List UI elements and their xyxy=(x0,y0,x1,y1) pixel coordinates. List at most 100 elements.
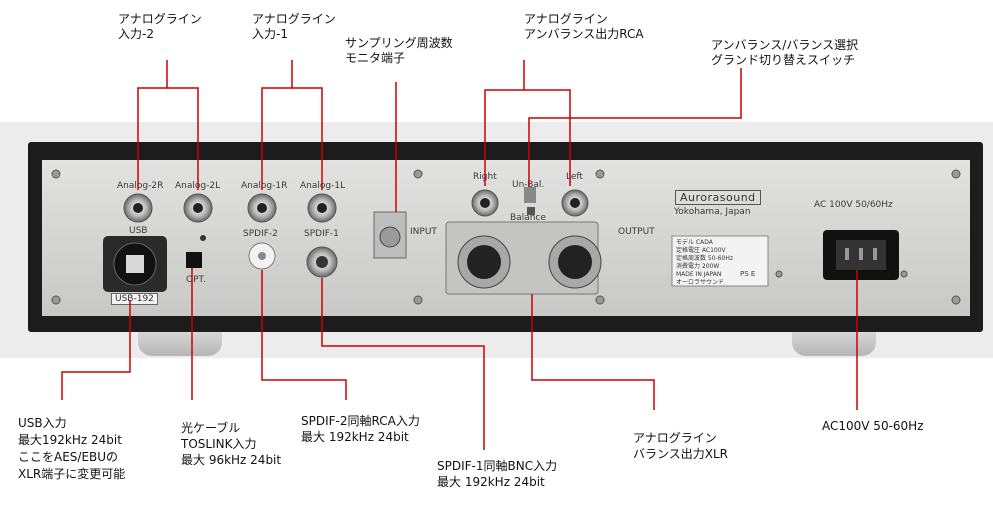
callout-line: アンバランス出力RCA xyxy=(524,27,644,41)
rca-jack-core xyxy=(480,198,490,208)
callout-line: グランド切り替えスイッチ xyxy=(711,53,856,67)
rca-jack-core xyxy=(317,203,327,213)
callout-fs-monitor: サンプリング周波数 モニタ端子 xyxy=(345,36,453,66)
callout-line: サンプリング周波数 xyxy=(345,36,453,50)
callout-spdif-2: SPDIF-2同軸RCA入力 最大 192kHz 24bit xyxy=(301,413,420,445)
rating-line: 定格電圧 AC100V xyxy=(676,247,726,254)
screws xyxy=(51,169,961,305)
callout-line: 最大 96kHz 24bit xyxy=(181,453,282,467)
panel-label-left: Left xyxy=(566,172,583,182)
monitor-connector-housing xyxy=(373,211,407,259)
screw xyxy=(51,295,61,305)
callout-line: ここをAES/EBUの xyxy=(18,450,119,464)
screw xyxy=(951,295,961,305)
panel-label-usb-192: USB-192 xyxy=(111,293,158,305)
callout-ground-switch: アンバランス/バランス選択 グランド切り替えスイッチ xyxy=(711,38,858,68)
panel-label-balance: Balance xyxy=(510,213,546,223)
pse-mark: PS E xyxy=(740,270,756,278)
panel-label-analog-1r: Analog-1R xyxy=(241,181,288,191)
callout-optical: 光ケーブル TOSLINK入力 最大 96kHz 24bit xyxy=(181,420,281,468)
callout-line: アナログライン xyxy=(118,12,202,26)
rca-jack-core xyxy=(570,198,580,208)
usb-port-socket xyxy=(126,255,144,273)
leader-analog-unbal-out xyxy=(484,60,525,186)
leader-analog-in-1 xyxy=(292,87,323,190)
callout-usb-in: USB入力 最大192kHz 24bit ここをAES/EBUの XLR端子に変… xyxy=(18,415,125,483)
leader-spdif-2 xyxy=(261,270,347,400)
callout-ac-power: AC100V 50-60Hz xyxy=(822,419,924,434)
callout-line: 最大192kHz 24bit xyxy=(18,433,122,447)
callout-line: バランス出力XLR xyxy=(633,447,729,461)
xlr-out-left-inner xyxy=(558,245,592,279)
panel-label-un-bal: Un-Bal. xyxy=(512,180,545,190)
callout-spdif-1: SPDIF-1同軸BNC入力 最大 192kHz 24bit xyxy=(437,458,557,490)
leader-analog-in-1 xyxy=(261,60,293,190)
panel-label-spdif-1: SPDIF-1 xyxy=(304,229,339,239)
status-led xyxy=(200,235,206,241)
leader-analog-in-2 xyxy=(137,60,168,190)
rca-jack-core xyxy=(258,252,266,260)
callout-line: アナログライン xyxy=(252,12,336,26)
leader-spdif-1 xyxy=(321,278,485,450)
panel-label-usb: USB xyxy=(129,226,148,236)
callout-line: 最大 192kHz 24bit xyxy=(301,430,409,444)
screw xyxy=(900,270,908,278)
leader-analog-in-2 xyxy=(167,87,199,190)
callout-line: 入力-2 xyxy=(118,27,154,41)
callout-analog-in-1: アナログライン 入力-1 xyxy=(252,12,336,42)
panel-label-opt: OPT. xyxy=(186,275,206,285)
callout-analog-unbal-out: アナログライン アンバランス出力RCA xyxy=(524,12,644,42)
ac-pin xyxy=(845,248,849,260)
callout-line: 光ケーブル xyxy=(181,421,241,435)
callout-line: 最大 192kHz 24bit xyxy=(437,475,545,489)
leader-analog-unbal-out xyxy=(524,89,571,186)
screw xyxy=(595,169,605,179)
callout-line: XLR端子に変更可能 xyxy=(18,467,126,481)
screw xyxy=(595,295,605,305)
monitor-connector xyxy=(379,226,401,248)
callout-line: USB入力 xyxy=(18,416,67,430)
toslink-port xyxy=(186,252,202,268)
screw xyxy=(775,270,783,278)
callout-line: アナログライン xyxy=(524,12,608,26)
leader-usb xyxy=(61,300,131,400)
rca-jack-core xyxy=(257,203,267,213)
screw xyxy=(51,169,61,179)
ac-pin xyxy=(859,248,863,260)
callout-line: アンバランス/バランス選択 xyxy=(711,38,859,52)
callout-balanced-out: アナログライン バランス出力XLR xyxy=(633,430,728,462)
ac-pin xyxy=(873,248,877,260)
rating-line: オーロラサウンド xyxy=(676,279,725,286)
panel-label-output: OUTPUT xyxy=(618,227,655,237)
panel-label-ac: AC 100V 50/60Hz xyxy=(814,200,893,210)
rating-line: 消費電力 200W xyxy=(676,263,720,270)
screw xyxy=(413,295,423,305)
panel-label-spdif-2: SPDIF-2 xyxy=(243,229,278,239)
callout-line: 入力-1 xyxy=(252,27,288,41)
callout-line: SPDIF-1同軸BNC入力 xyxy=(437,459,558,473)
ground-toggle-lever xyxy=(527,207,535,215)
callout-analog-in-2: アナログライン 入力-2 xyxy=(118,12,202,42)
rca-jacks xyxy=(123,189,589,270)
screw xyxy=(413,169,423,179)
ground-toggle-switch xyxy=(524,187,536,203)
callout-line: SPDIF-2同軸RCA入力 xyxy=(301,414,420,428)
callout-line: アナログライン xyxy=(633,431,717,445)
callout-line: モニタ端子 xyxy=(345,51,406,65)
rating-plate-text: モデル CADA 定格電圧 AC100V 定格周波数 50-60Hz 消費電力 … xyxy=(676,239,733,287)
rating-line: MADE IN JAPAN xyxy=(676,271,722,278)
callout-line: TOSLINK入力 xyxy=(181,437,257,451)
screw xyxy=(951,169,961,179)
leader-ground-switch xyxy=(528,68,742,186)
rca-jack-core xyxy=(193,203,203,213)
callout-line: AC100V 50-60Hz xyxy=(822,419,924,433)
bnc-jack-core xyxy=(316,256,328,268)
brand-logo: Aurorasound xyxy=(675,190,761,205)
rating-line: モデル CADA xyxy=(676,239,713,246)
panel-label-input: INPUT xyxy=(410,227,437,237)
rating-line: 定格周波数 50-60Hz xyxy=(676,255,734,262)
panel-label-location: Yokohama, Japan xyxy=(674,207,751,217)
